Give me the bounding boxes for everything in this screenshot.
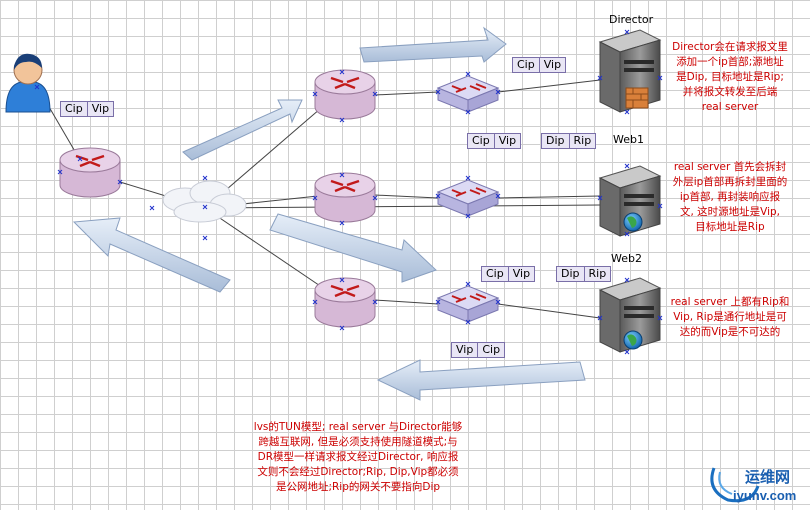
packet-src: Vip [456,343,474,356]
packet-src: Cip [65,102,83,115]
packet-web2-inner: Cip Vip [481,266,536,282]
arrow-response-back [72,217,231,293]
packet-dst: Cip [477,343,504,357]
note-line: 外层ip首部再拆封里面的 [672,176,788,188]
packet-response: Vip Cip [451,342,506,358]
arrow-to-director [359,26,507,63]
web1-server [598,165,662,237]
arrow-director-to-web2 [269,213,437,283]
watermark-site-cn: 运维网 [745,469,791,486]
packet-src: Cip [486,267,504,280]
arrow-router-up [182,99,303,161]
note-line: real server [701,101,759,113]
packet-dst: Vip [86,102,113,116]
note-line: Vip, Rip是通行地址是可 [673,311,787,323]
flow-arrows [72,26,586,401]
firewall-icon [625,87,649,109]
note-line: 目标地址是Rip [695,221,765,233]
switch-1 [436,75,500,113]
connection-markers [34,29,663,355]
note-line: lvs的TUN模型; real server 与Director能够 [253,421,463,433]
packet-web2-outer: Dip Rip [556,266,612,282]
watermark-site-url: iyunv.com [733,488,797,503]
router-2 [314,172,376,223]
note-line: real server 上都有Rip和 [670,296,790,308]
note-line: 是Dip, 目标地址是Rip; [676,71,784,83]
director-label: Director [609,13,654,26]
router-client [59,147,121,198]
note-line: ip首部, 再封装响应报 [679,191,781,203]
link-r3-s3 [374,299,439,305]
router-1 [314,69,376,120]
switch-2 [436,179,500,217]
packet-web1-outer: Dip Rip [541,133,597,149]
link-cloud-r3 [204,207,336,297]
note-line: 文则不会经过Director;Rip, Dip,Vip都必须 [257,466,459,478]
note-line: real server 首先会拆封 [673,161,787,173]
packet-dst: Vip [538,58,565,72]
packet-client: Cip Vip [60,101,115,117]
packet-src: Cip [517,58,535,71]
user-icon [5,53,51,113]
packet-dst: Rip [568,134,596,148]
arrow-bottom-left [376,359,586,401]
packet-dst: Vip [507,267,534,281]
packet-director-in: Cip Vip [512,57,567,73]
director-note: Director会在请求报文里 添加一个ip首部;源地址 是Dip, 目标地址是… [660,40,800,115]
note-line: 跨越互联网, 但是必须支持使用隧道模式;与 [258,436,458,448]
web2-note: real server 上都有Rip和 Vip, Rip是通行地址是可 达的而V… [660,295,800,340]
note-line: 是公网地址;Rip的网关不要指向Dip [275,481,441,493]
web2-label: Web2 [611,252,642,265]
web1-note: real server 首先会拆封 外层ip首部再拆封里面的 ip首部, 再封装… [660,160,800,235]
packet-dst: Rip [583,267,611,281]
packet-src: Dip [561,267,580,280]
link-r1-s1 [374,91,439,96]
switch-3 [436,285,500,323]
packet-src: Dip [546,134,565,147]
packet-src: Cip [472,134,490,147]
note-line: DR模型一样请求报文经过Director, 响应报 [257,451,459,463]
router-3 [314,277,376,328]
link-s1-director [497,79,601,93]
note-line: Director会在请求报文里 [672,41,788,53]
link-s3-web2 [497,303,601,319]
internet-cloud [162,180,247,223]
director-server [598,29,662,113]
note-line: 添加一个ip首部;源地址 [676,56,784,68]
web1-label: Web1 [613,133,644,146]
link-r2-s2 [374,194,439,199]
watermark-logo [710,467,760,503]
summary-note: lvs的TUN模型; real server 与Director能够 跨越互联网… [228,420,488,495]
link-cloud-web1 [204,204,601,209]
packet-web1-inner: Cip Vip [467,133,522,149]
note-line: 文, 这时源地址是Vip, [679,206,781,218]
packet-dst: Vip [493,134,520,148]
note-line: 达的而Vip是不可达的 [679,326,781,338]
note-line: 并将报文转发至后端 [682,86,778,98]
link-s2-web1 [497,195,601,199]
web2-server [598,277,662,353]
